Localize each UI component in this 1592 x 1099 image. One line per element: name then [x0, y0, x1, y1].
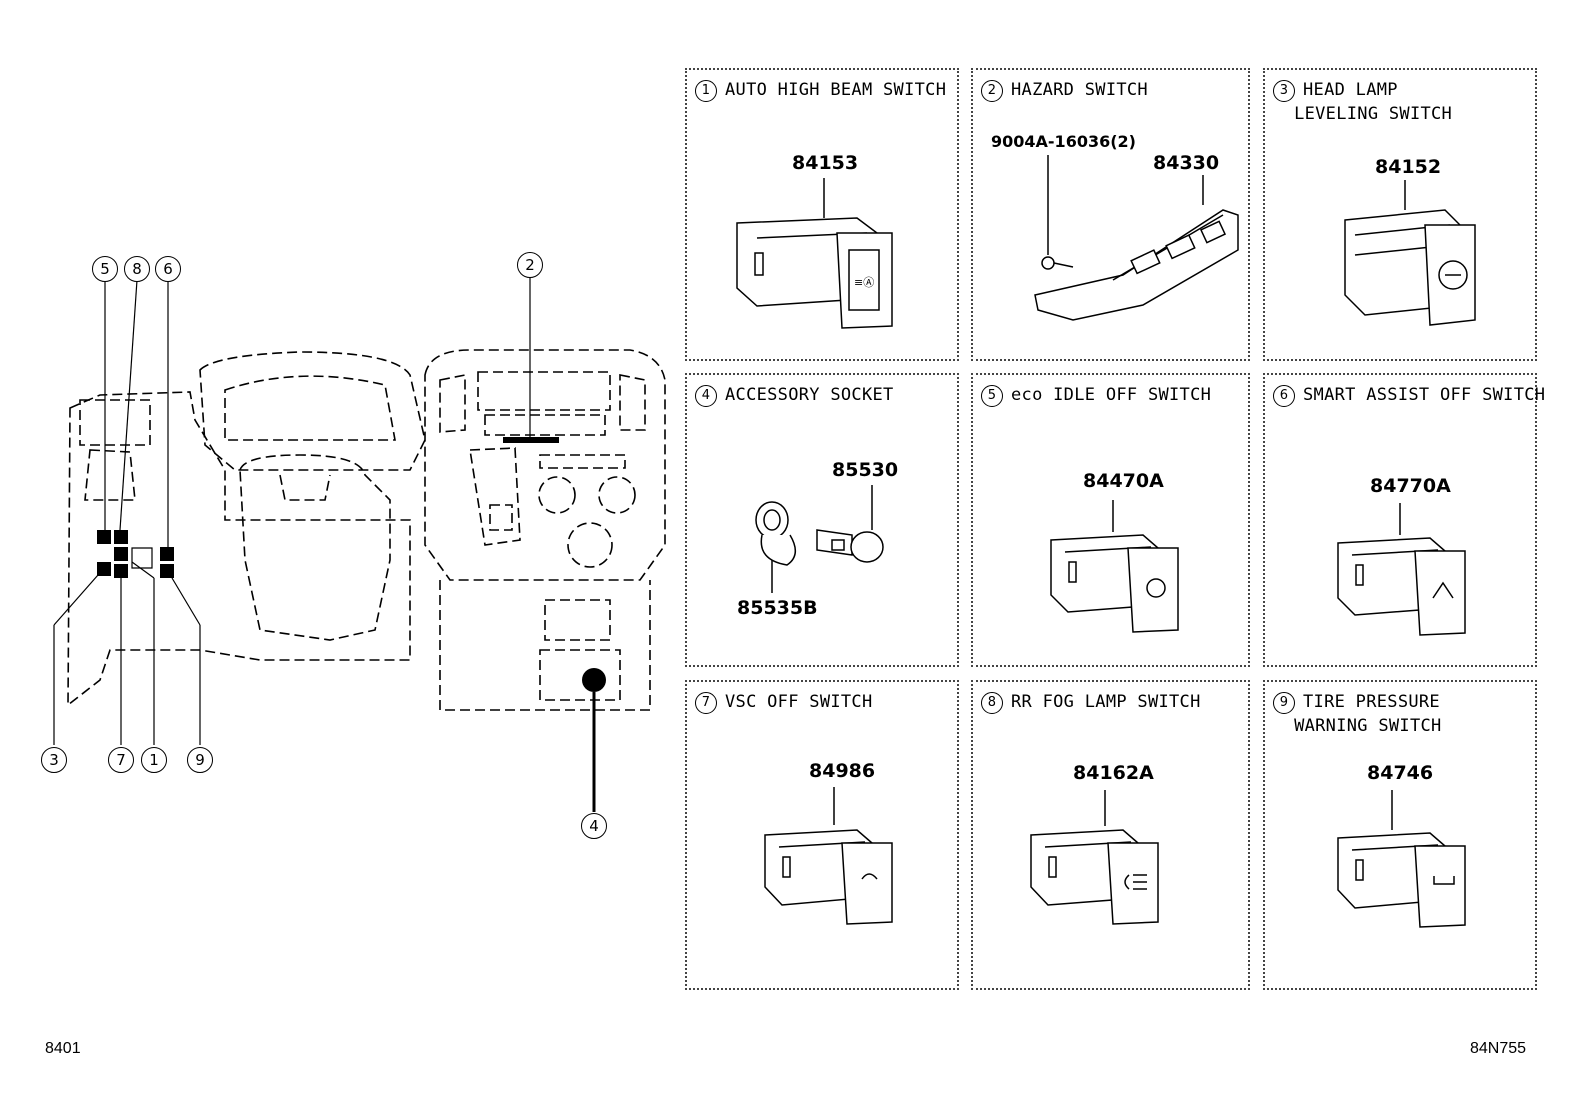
panel-smart-assist-off-switch[interactable]: 6 SMART ASSIST OFF SWITCH 84770A — [1263, 373, 1545, 667]
panel-title: AUTO HIGH BEAM SWITCH — [725, 80, 947, 100]
drawing-code-left: 8401 — [45, 1040, 81, 1057]
part-number[interactable]: 84162A — [1073, 762, 1154, 784]
part-number[interactable]: 85535B — [737, 597, 818, 619]
panel-number: 6 — [1273, 385, 1295, 407]
callout-6: 6 — [155, 256, 181, 282]
panel-title: VSC OFF SWITCH — [725, 692, 873, 712]
callout-8: 8 — [124, 256, 150, 282]
panel-number: 9 — [1273, 692, 1295, 714]
switch-icon — [764, 787, 893, 925]
svg-text:≡Ⓐ: ≡Ⓐ — [854, 276, 874, 289]
panel-number: 2 — [981, 80, 1003, 102]
panel-eco-idle-off-switch[interactable]: 5 eco IDLE OFF SWITCH 84470A — [971, 373, 1250, 667]
hazard-switch-icon — [1034, 155, 1239, 321]
panel-rr-fog-lamp-switch[interactable]: 8 RR FOG LAMP SWITCH 84162A — [971, 680, 1250, 990]
part-number[interactable]: 85530 — [832, 459, 899, 481]
callout-9: 9 — [187, 747, 213, 773]
panel-title: TIRE PRESSURE WARNING SWITCH — [1294, 692, 1442, 736]
part-number[interactable]: 84470A — [1083, 470, 1164, 492]
panel-accessory-socket[interactable]: 4 ACCESSORY SOCKET 85530 85535B — [685, 373, 959, 667]
panel-title: eco IDLE OFF SWITCH — [1011, 385, 1212, 405]
panel-number: 4 — [695, 385, 717, 407]
leveling-switch-icon — [1344, 180, 1476, 326]
panel-number: 8 — [981, 692, 1003, 714]
switch-icon — [1050, 500, 1179, 633]
panel-number: 7 — [695, 692, 717, 714]
part-number[interactable]: 84986 — [809, 760, 876, 782]
panel-title: ACCESSORY SOCKET — [725, 385, 894, 405]
switch-icon — [1030, 790, 1159, 925]
panel-number: 5 — [981, 385, 1003, 407]
switch-icon — [1337, 503, 1466, 636]
part-number[interactable]: 9004A-16036(2) — [991, 132, 1136, 151]
panel-title: RR FOG LAMP SWITCH — [1011, 692, 1201, 712]
accessory-socket-icon — [755, 485, 884, 593]
switch-icon — [1337, 790, 1466, 928]
dashboard-overview-diagram — [53, 276, 666, 812]
callout-1: 1 — [141, 747, 167, 773]
part-number[interactable]: 84152 — [1375, 156, 1442, 178]
drawing-code-right: 84N755 — [1470, 1040, 1527, 1057]
part-number[interactable]: 84330 — [1153, 152, 1220, 174]
part-number[interactable]: 84153 — [792, 152, 859, 174]
callout-3: 3 — [41, 747, 67, 773]
switch-icon: ≡Ⓐ — [736, 178, 893, 329]
part-number[interactable]: 84746 — [1367, 762, 1434, 784]
panel-number: 1 — [695, 80, 717, 102]
callout-2: 2 — [517, 252, 543, 278]
callout-5: 5 — [92, 256, 118, 282]
part-number[interactable]: 84770A — [1370, 475, 1451, 497]
panel-number: 3 — [1273, 80, 1295, 102]
panel-vsc-off-switch[interactable]: 7 VSC OFF SWITCH 84986 — [685, 680, 959, 990]
callout-7: 7 — [108, 747, 134, 773]
panel-title: SMART ASSIST OFF SWITCH — [1303, 385, 1546, 405]
panel-title: HAZARD SWITCH — [1011, 80, 1148, 100]
callout-4: 4 — [581, 813, 607, 839]
panel-auto-high-beam-switch[interactable]: 1 AUTO HIGH BEAM SWITCH 84153 ≡Ⓐ — [685, 68, 959, 361]
panel-title: HEAD LAMP LEVELING SWITCH — [1294, 80, 1453, 124]
panel-hazard-switch[interactable]: 2 HAZARD SWITCH 9004A-16036(2) 84330 — [971, 68, 1250, 361]
